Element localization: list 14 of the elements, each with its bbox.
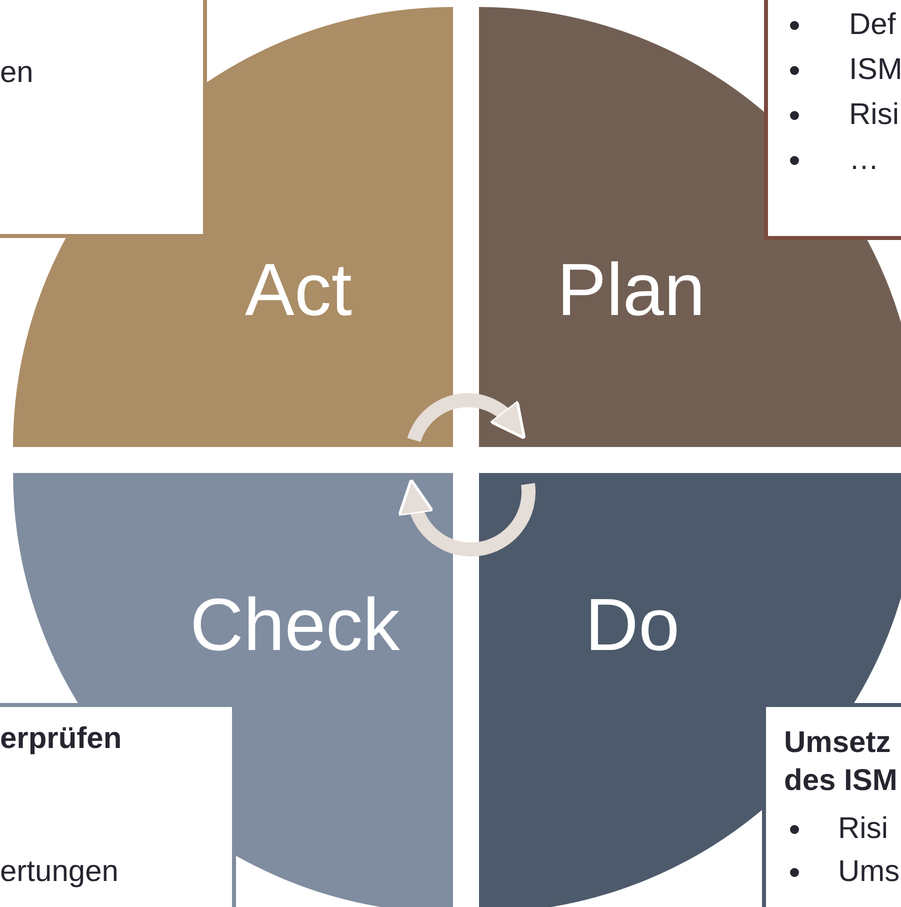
- bullet-text: Risi: [849, 97, 899, 133]
- phase-label: Act: [245, 250, 352, 330]
- body-text: en: [0, 55, 34, 91]
- phase-label: Plan: [557, 250, 706, 330]
- bullet-text: Ums: [838, 854, 900, 890]
- heading-text: Umsetz des ISM: [784, 725, 898, 799]
- phase-label: Check: [190, 585, 400, 665]
- bullet-text: …: [849, 142, 879, 178]
- body-text: ertungen: [0, 854, 118, 890]
- bullet-text: ISM: [849, 52, 901, 88]
- bullet-text: Def: [849, 7, 896, 43]
- phase-label: Do: [585, 585, 680, 665]
- bullet-text: Risi: [838, 811, 888, 847]
- heading-text: erprüfen: [0, 721, 122, 757]
